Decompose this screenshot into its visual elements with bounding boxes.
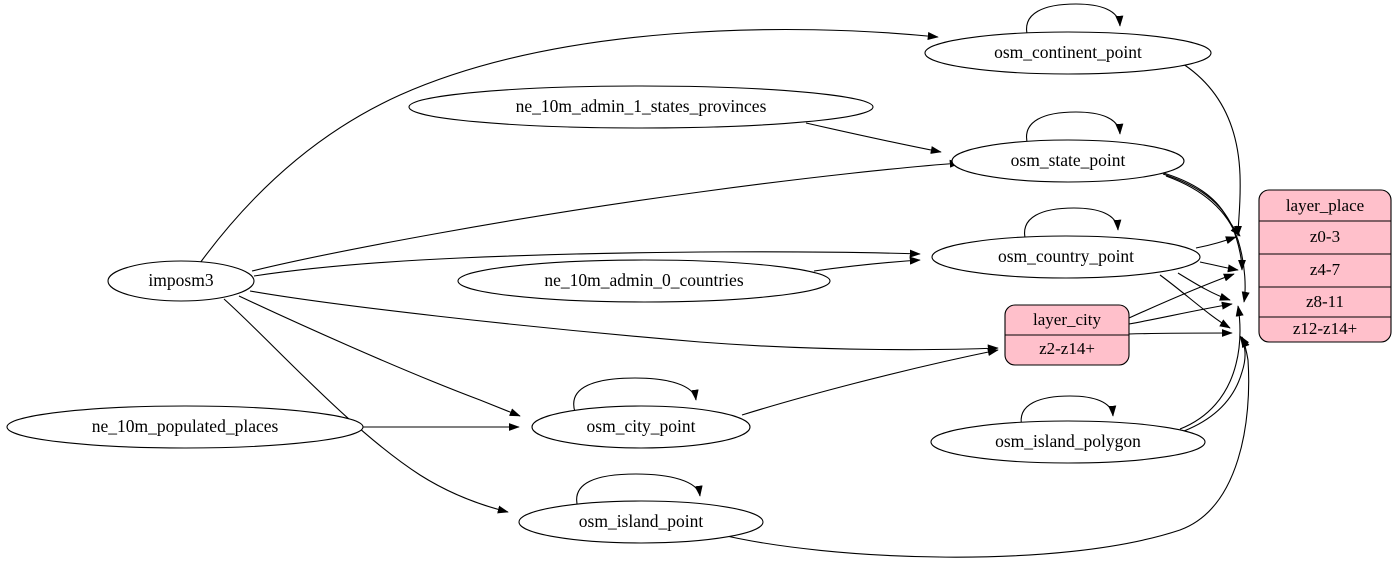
node-label: osm_island_polygon bbox=[995, 431, 1141, 451]
edge-osm_country_point-to-layer_place-z8-11 bbox=[1177, 272, 1231, 301]
edge-layer_city-to-layer_place-z8-11 bbox=[1128, 301, 1233, 325]
edge-self-osm_state_point bbox=[1026, 111, 1124, 147]
node-ne_10m_populated_places[interactable]: ne_10m_populated_places bbox=[6, 405, 364, 449]
edge-imposm3-to-osm_continent_point bbox=[199, 28, 939, 264]
node-imposm3[interactable]: imposm3 bbox=[107, 260, 255, 302]
edge-osm_island_point-to-layer_place-z12-z14+ bbox=[717, 336, 1250, 558]
node-layer: imposm3 ne_10m_admin_1_states_provinces … bbox=[6, 31, 1212, 544]
edge-self-osm_country_point bbox=[1024, 207, 1122, 243]
edge-osm_state_point-to-layer_place-z0-3 bbox=[1159, 171, 1241, 237]
node-label: ne_10m_admin_0_countries bbox=[544, 270, 743, 290]
node-label: osm_country_point bbox=[998, 246, 1134, 266]
layer-city-header: layer_city bbox=[1033, 310, 1101, 329]
edge-self-osm_city_point bbox=[573, 377, 699, 413]
node-label: osm_state_point bbox=[1011, 150, 1126, 170]
layer-place-row-z12-z14plus[interactable]: z12-z14+ bbox=[1293, 319, 1357, 338]
edge-ne_10m_admin_0_countries-to-osm_country_point bbox=[813, 256, 921, 272]
node-label: osm_island_point bbox=[579, 511, 704, 531]
node-ne_10m_admin_0_countries[interactable]: ne_10m_admin_0_countries bbox=[457, 259, 831, 303]
edge-osm_country_point-to-layer_place-z12-z14+ bbox=[1159, 274, 1231, 329]
edge-layer_city-to-layer_place-z12-z14+ bbox=[1128, 329, 1233, 338]
layer-node-layer_place[interactable]: layer_place z0-3 z4-7 z8-11 z12-z14+ bbox=[1258, 189, 1392, 343]
node-label: osm_city_point bbox=[587, 416, 696, 436]
node-label: imposm3 bbox=[148, 270, 213, 290]
node-osm_city_point[interactable]: osm_city_point bbox=[531, 405, 751, 449]
node-osm_country_point[interactable]: osm_country_point bbox=[931, 235, 1201, 279]
node-label: ne_10m_populated_places bbox=[92, 416, 279, 436]
node-osm_island_polygon[interactable]: osm_island_polygon bbox=[930, 420, 1206, 464]
node-ne_10m_admin_1_states_provinces[interactable]: ne_10m_admin_1_states_provinces bbox=[408, 85, 874, 129]
node-osm_state_point[interactable]: osm_state_point bbox=[951, 139, 1185, 183]
layer-place-row-z8-11[interactable]: z8-11 bbox=[1306, 292, 1344, 311]
edge-imposm3-to-osm_state_point bbox=[251, 159, 961, 272]
edge-self-osm_island_polygon bbox=[1020, 395, 1117, 428]
node-osm_island_point[interactable]: osm_island_point bbox=[518, 500, 764, 544]
layer-city-row-z2-z14plus[interactable]: z2-z14+ bbox=[1039, 339, 1095, 358]
edge-self-osm_continent_point bbox=[1026, 3, 1124, 39]
edge-self-osm_island_point bbox=[576, 473, 703, 509]
layer-node-layer_city[interactable]: layer_city z2-z14+ bbox=[1004, 304, 1130, 366]
edge-imposm3-to-osm_city_point bbox=[238, 295, 521, 417]
layer-place-row-z0-3[interactable]: z0-3 bbox=[1310, 227, 1340, 246]
edge-imposm3-to-osm_country_point bbox=[253, 249, 921, 277]
edge-ne_10m_admin_1_states_provinces-to-osm_state_point bbox=[805, 122, 942, 154]
edge-layer bbox=[199, 3, 1250, 558]
node-label: osm_continent_point bbox=[994, 42, 1142, 62]
edge-osm_country_point-to-layer_place-z0-3 bbox=[1195, 236, 1237, 249]
layer-place-header: layer_place bbox=[1286, 196, 1364, 215]
edge-imposm3-to-osm_island_point bbox=[223, 298, 509, 514]
edge-osm_country_point-to-layer_place-z4-7 bbox=[1199, 261, 1239, 273]
edge-imposm3-to-layer_city bbox=[249, 290, 999, 353]
layer-place-row-z4-7[interactable]: z4-7 bbox=[1310, 260, 1341, 279]
edge-layer_city-to-layer_place-z4-7 bbox=[1128, 273, 1235, 319]
edge-osm_state_point-to-layer_place-z8-11 bbox=[1165, 175, 1250, 303]
node-osm_continent_point[interactable]: osm_continent_point bbox=[924, 31, 1212, 75]
edge-osm_continent_point-to-layer_place-z0-3 bbox=[1179, 61, 1243, 237]
node-label: ne_10m_admin_1_states_provinces bbox=[516, 96, 767, 116]
edge-osm_island_polygon-to-layer_place-z12-z14+ bbox=[1183, 335, 1249, 432]
edge-osm_island_polygon-to-layer_place-z8-11 bbox=[1179, 305, 1244, 430]
edge-osm_city_point-to-layer_city bbox=[741, 348, 999, 416]
